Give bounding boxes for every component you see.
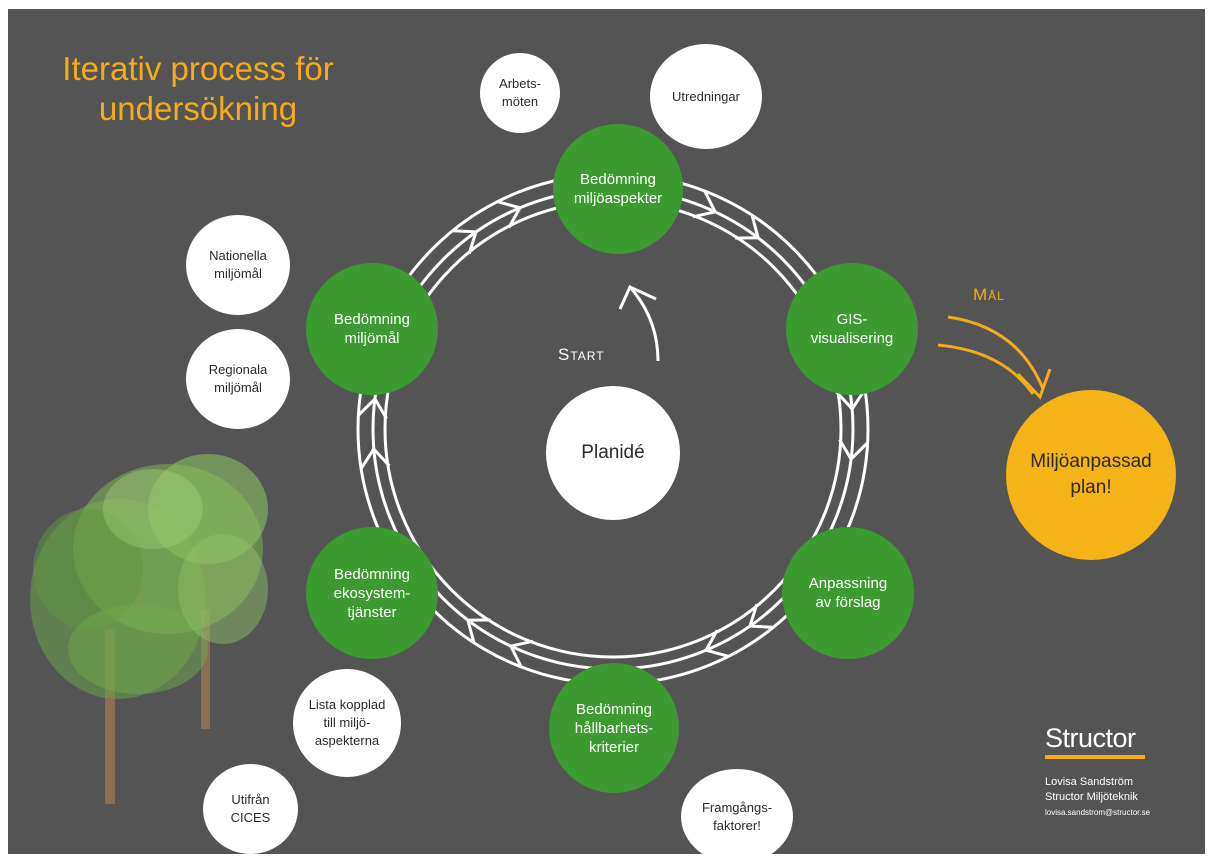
input-regionala-miljomal: Regionala miljömål xyxy=(186,329,290,429)
input-utredningar: Utredningar xyxy=(650,44,762,149)
chevron-icon xyxy=(357,396,388,420)
author-company: Structor Miljöteknik xyxy=(1045,791,1138,803)
chevron-icon xyxy=(835,388,866,412)
input-nationella-miljomal: Nationella miljömål xyxy=(186,215,290,315)
tree-trunk-right xyxy=(201,609,210,729)
chevron-icon xyxy=(838,438,869,462)
goal-label: Mål xyxy=(973,285,1005,304)
diagram-title: Iterativ process för undersökning xyxy=(48,49,348,129)
input-arbetsmoten: Arbets- möten xyxy=(480,53,560,133)
step-anpassning-av-forslag: Anpassning av förslag xyxy=(782,527,914,659)
chevron-icon xyxy=(508,639,534,668)
logo-underline xyxy=(1045,755,1145,759)
chevron-icon xyxy=(360,446,391,470)
step-bedomning-miljoaspekter: Bedömning miljöaspekter xyxy=(553,124,683,254)
author-credits: Lovisa Sandström Structor Miljöteknik lo… xyxy=(1045,775,1150,820)
input-utifran-cices: Utifrån CICES xyxy=(203,764,298,854)
chevron-icon xyxy=(692,190,718,219)
step-gis-visualisering: GIS- visualisering xyxy=(786,263,918,395)
chevron-icon xyxy=(735,215,761,240)
chevron-icon xyxy=(703,629,729,658)
author-email: lovisa.sandstrom@structor.se xyxy=(1045,808,1151,817)
tree-trunk-left xyxy=(105,629,115,804)
tree-illustration xyxy=(30,454,268,804)
chevron-icon xyxy=(465,618,491,643)
input-lista-kopplad: Lista kopplad till miljö- aspekterna xyxy=(293,669,401,777)
step-bedomning-miljomal: Bedömning miljömål xyxy=(306,263,438,395)
step-bedomning-hallbarhetskriterier: Bedömning hållbarhets- kriterier xyxy=(549,663,679,793)
chevron-icon xyxy=(747,603,773,629)
title-line-2: undersökning xyxy=(98,90,298,127)
author-name: Lovisa Sandström xyxy=(1045,776,1134,788)
chevron-icon xyxy=(497,200,523,229)
start-label: Start xyxy=(558,345,605,364)
input-framgangsfaktorer: Framgångs- faktorer! xyxy=(681,769,793,854)
structor-logo: Structor xyxy=(1045,723,1136,753)
start-arrow-head xyxy=(618,285,657,310)
step-bedomning-ekosystemtjanster: Bedömning ekosystem- tjänster xyxy=(306,527,438,659)
goal-arrow-lower xyxy=(937,343,1035,395)
diagram-canvas: Iterativ process för undersökning Arbets… xyxy=(8,9,1205,854)
goal-arrow-upper xyxy=(947,315,1045,390)
chevron-icon xyxy=(453,229,479,255)
start-arrow xyxy=(628,286,660,362)
goal-miljoanpassad-plan: Miljöanpassad plan! xyxy=(1006,390,1176,560)
goal-arrow-head xyxy=(1016,368,1052,400)
title-line-1: Iterativ process för xyxy=(62,50,334,87)
arrow-chevrons xyxy=(357,190,869,668)
center-planide: Planidé xyxy=(546,386,680,520)
